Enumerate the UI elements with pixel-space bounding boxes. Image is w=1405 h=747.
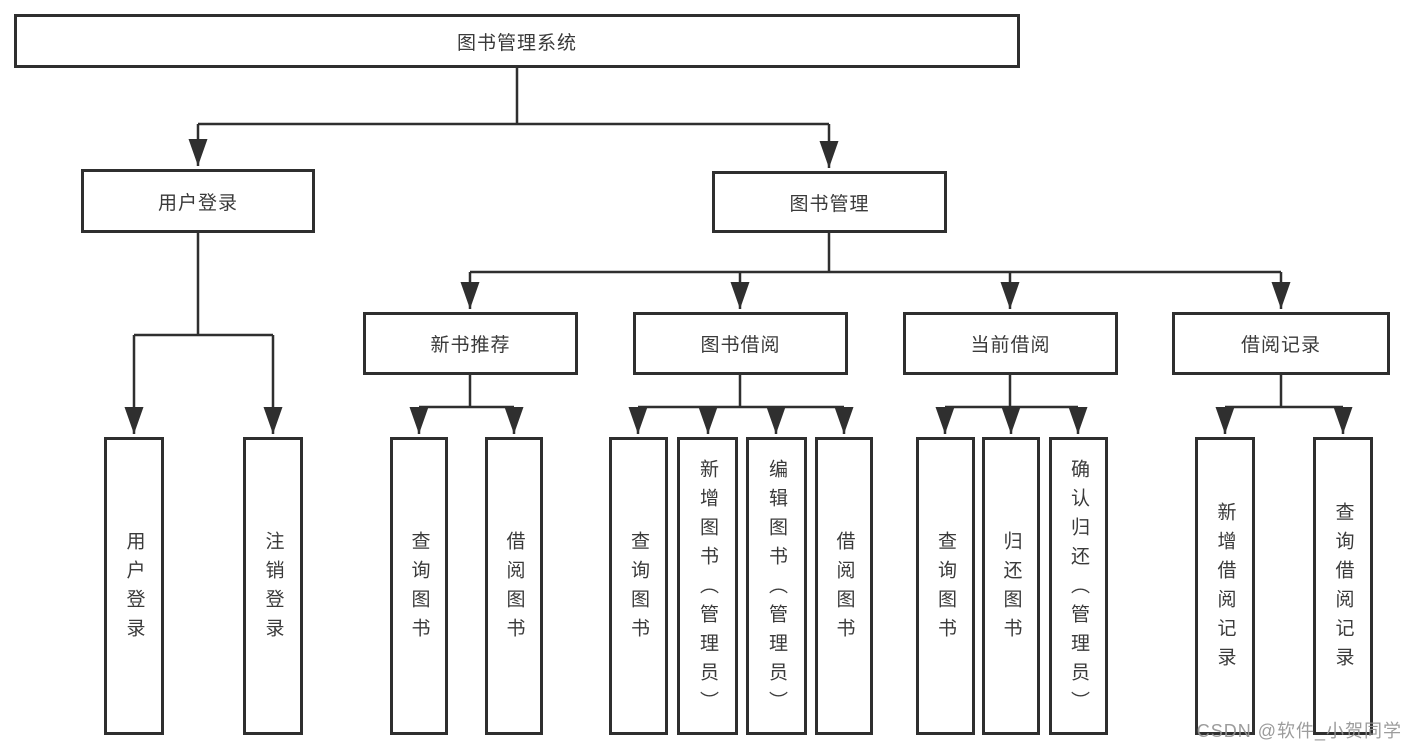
leaf-query-borrow-record: 查询借阅记录 xyxy=(1313,437,1373,735)
leaf-edit-books-admin: 编辑图书（管理员） xyxy=(746,437,807,735)
node-current-borrowing: 当前借阅 xyxy=(903,312,1118,375)
leaf-return-books: 归还图书 xyxy=(982,437,1040,735)
connector-root-to-level2 xyxy=(188,68,839,168)
node-borrowing-records: 借阅记录 xyxy=(1172,312,1390,375)
node-book-borrowing: 图书借阅 xyxy=(633,312,848,375)
leaf-add-books-admin: 新增图书（管理员） xyxy=(677,437,738,735)
leaf-query-books-recommend: 查询图书 xyxy=(390,437,448,735)
csdn-watermark: CSDN @软件_小贺同学 xyxy=(1196,721,1402,741)
connector-borrowing-to-leaves xyxy=(628,375,854,434)
connector-records-to-leaves xyxy=(1215,375,1353,434)
node-user-login: 用户登录 xyxy=(81,169,315,233)
leaf-borrow-books-borrowing: 借阅图书 xyxy=(815,437,873,735)
connector-userlogin-to-leaves xyxy=(124,233,283,434)
node-root-system: 图书管理系统 xyxy=(14,14,1020,68)
connector-recommend-to-leaves xyxy=(409,375,524,434)
node-book-management: 图书管理 xyxy=(712,171,947,233)
leaf-logout: 注销登录 xyxy=(243,437,303,735)
leaf-confirm-return-admin: 确认归还（管理员） xyxy=(1049,437,1108,735)
node-new-book-recommend: 新书推荐 xyxy=(363,312,578,375)
leaf-user-login: 用户登录 xyxy=(104,437,164,735)
connector-bookmgmt-to-level3 xyxy=(460,233,1291,309)
leaf-query-books-borrowing: 查询图书 xyxy=(609,437,668,735)
leaf-add-borrow-record: 新增借阅记录 xyxy=(1195,437,1255,735)
leaf-query-books-current: 查询图书 xyxy=(916,437,975,735)
leaf-borrow-books-recommend: 借阅图书 xyxy=(485,437,543,735)
connector-current-to-leaves xyxy=(935,375,1088,434)
